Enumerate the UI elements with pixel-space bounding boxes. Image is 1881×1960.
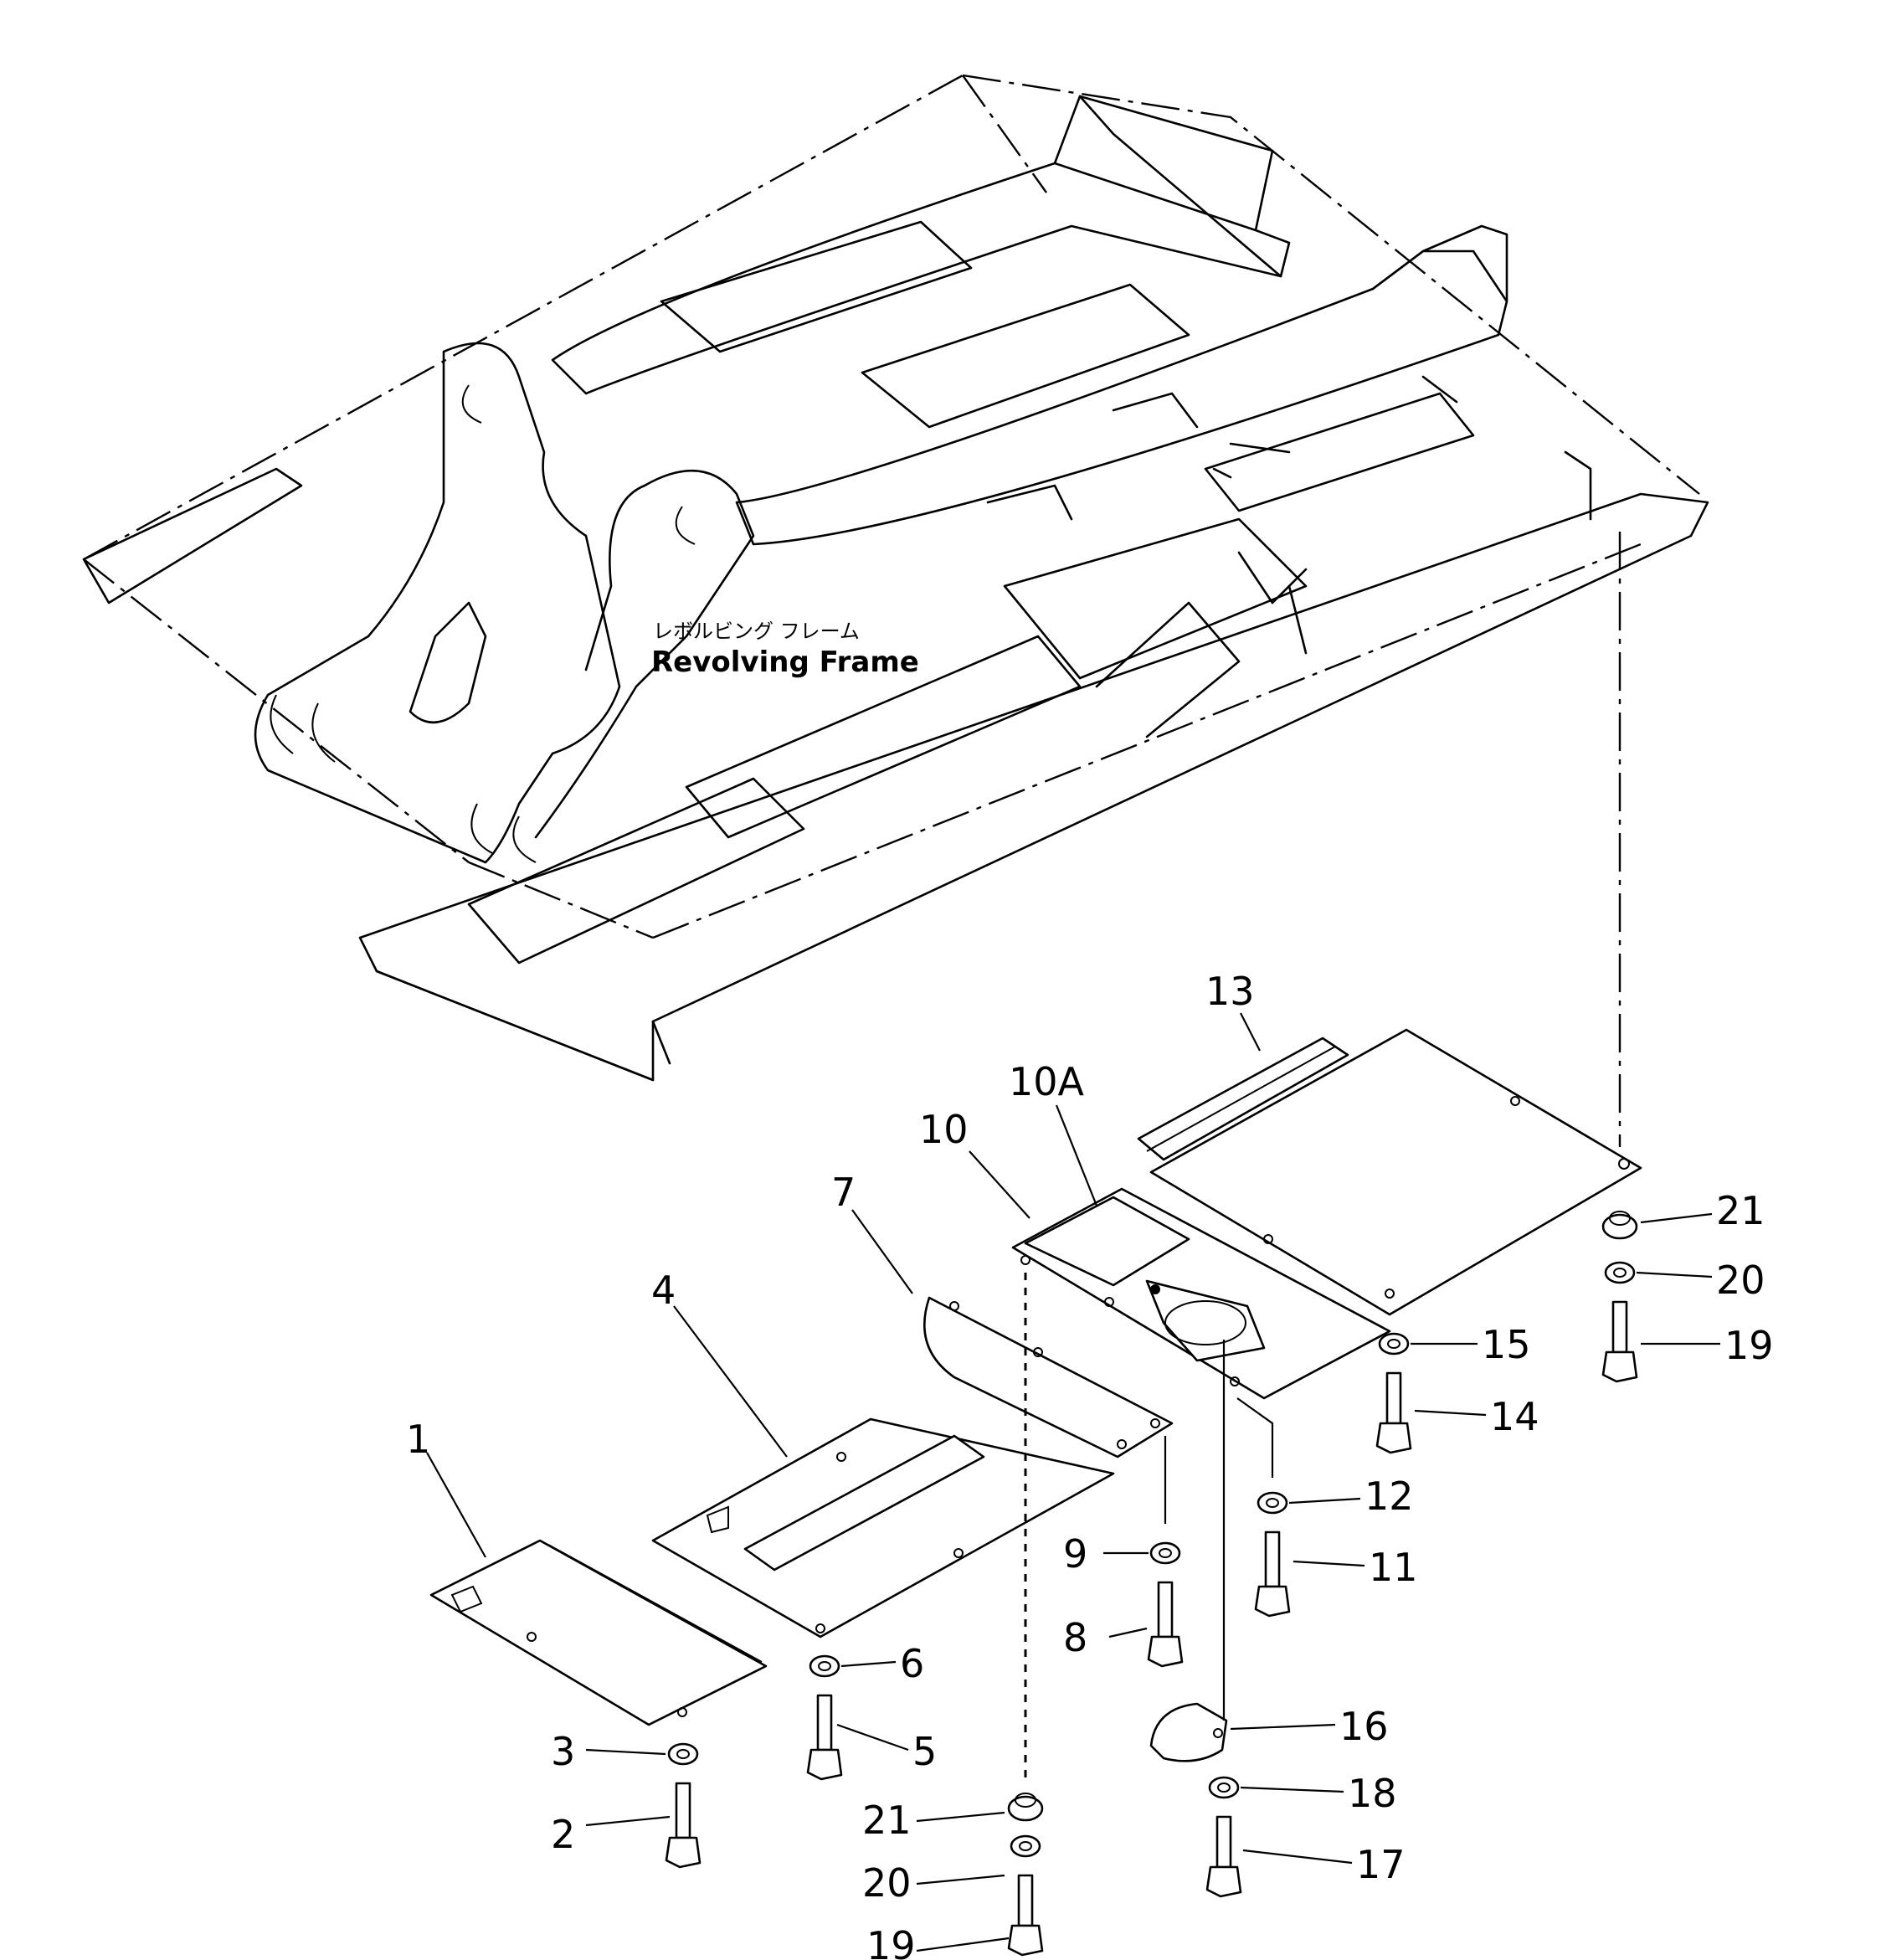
- cover-plate-7: [923, 1296, 1174, 1458]
- cover-16: [1149, 1702, 1228, 1762]
- callout-11: 11: [1369, 1545, 1418, 1590]
- frame-label-english: Revolving Frame: [651, 646, 919, 679]
- callout-5: 5: [912, 1729, 937, 1774]
- fasteners: [665, 1211, 1638, 1957]
- frame-label-japanese: レボルビング フレーム: [653, 620, 860, 643]
- cover-plate-4: [651, 1417, 1115, 1638]
- callout-17: 17: [1356, 1842, 1406, 1887]
- callout-19-right: 19: [1724, 1323, 1774, 1368]
- callout-7: 7: [831, 1170, 856, 1215]
- assembly-lines: [1024, 1273, 1274, 1783]
- callout-14: 14: [1490, 1394, 1539, 1439]
- callout-18: 18: [1348, 1771, 1397, 1816]
- cover-plate-10: [1011, 1187, 1391, 1400]
- callout-6: 6: [900, 1641, 924, 1686]
- callout-8: 8: [1063, 1615, 1087, 1660]
- callout-15: 15: [1482, 1322, 1531, 1367]
- revolving-frame: [82, 74, 1709, 1147]
- callout-12: 12: [1364, 1474, 1414, 1519]
- frame-label-group: レボルビング フレーム Revolving Frame: [651, 620, 919, 679]
- callout-21-right: 21: [1716, 1188, 1765, 1233]
- callout-10a: 10A: [1009, 1059, 1085, 1104]
- callout-16: 16: [1339, 1704, 1389, 1749]
- callout-4: 4: [651, 1268, 676, 1313]
- callout-9: 9: [1063, 1531, 1087, 1577]
- callout-1: 1: [406, 1417, 430, 1462]
- cover-plate-1: [429, 1539, 768, 1726]
- callout-20-bottom: 20: [862, 1860, 912, 1906]
- plate-assembly-13: [1137, 1028, 1642, 1316]
- callout-20-right: 20: [1716, 1258, 1765, 1303]
- callout-10: 10: [919, 1107, 969, 1152]
- callout-19-bottom: 19: [866, 1923, 916, 1960]
- callout-21-bottom: 21: [862, 1798, 912, 1843]
- callout-numbers: 1 2 3 4 5 6 7 8 9 10 10A 11 12 13 14 15 …: [406, 969, 1774, 1960]
- callout-2: 2: [551, 1812, 575, 1857]
- callout-13: 13: [1205, 969, 1255, 1014]
- callout-3: 3: [551, 1729, 575, 1774]
- leader-lines: [426, 1012, 1720, 1952]
